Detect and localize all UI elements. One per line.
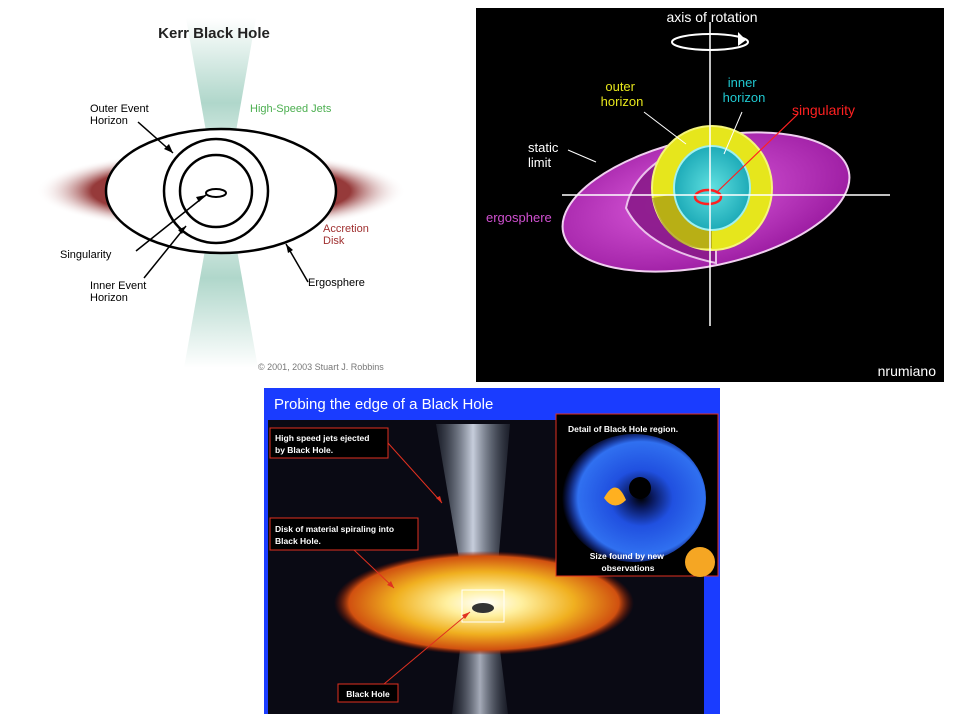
black-hole-box xyxy=(461,589,505,623)
kerr-title: Kerr Black Hole xyxy=(158,25,270,42)
inner-horizon-label: inner horizon xyxy=(723,75,766,105)
detail-black-hole xyxy=(629,477,651,499)
rotation-arrow xyxy=(671,33,749,51)
probing-panel: Probing the edge of a Black Hole Detail … xyxy=(264,388,720,714)
size-marker xyxy=(685,547,715,577)
singularity-ring-shape xyxy=(693,188,723,206)
ergosphere-label: Ergosphere xyxy=(308,277,365,289)
jets-callout-box xyxy=(269,427,389,459)
inner-horizon-shape xyxy=(673,145,751,231)
high-speed-jets-label: High-Speed Jets xyxy=(250,103,332,115)
black-hole-core xyxy=(472,603,494,613)
outer-horizon-circle xyxy=(162,137,270,245)
probe-title: Probing the edge of a Black Hole xyxy=(274,396,493,413)
outer-horizon-label: outer horizon xyxy=(601,79,644,109)
black-hole-callout-box xyxy=(337,683,399,703)
inner-event-horizon-label: Inner Event Horizon xyxy=(90,280,149,304)
size-callout: Size found by new observations xyxy=(590,551,667,573)
kerr-diagram-panel: Kerr Black Hole Outer Event Horizon High… xyxy=(36,8,428,376)
probe-accretion-disk xyxy=(334,551,634,655)
credit-label: nrumiano xyxy=(878,363,937,379)
singularity-ring xyxy=(205,188,227,198)
jets-callout: High speed jets ejected by Black Hole. xyxy=(275,433,372,455)
ergosphere-ellipse xyxy=(104,127,338,255)
copyright-label: © 2001, 2003 Stuart J. Robbins xyxy=(258,362,384,372)
lower-jet xyxy=(184,188,258,368)
singularity-label-red: singularity xyxy=(792,102,855,118)
singularity-label: Singularity xyxy=(60,249,112,261)
detail-callout: Detail of Black Hole region. xyxy=(568,424,678,434)
disk-callout: Disk of material spiraling into Black Ho… xyxy=(275,524,396,546)
inner-horizon-circle xyxy=(178,153,254,229)
upper-jet xyxy=(186,18,256,188)
rotation-diagram-panel: axis of rotation outer horizon inner hor… xyxy=(476,8,944,382)
ergosphere-label-magenta: ergosphere xyxy=(486,210,552,225)
accretion-disk-label: Accretion Disk xyxy=(323,223,372,247)
probe-jet-upper xyxy=(436,424,510,588)
static-limit-label: static limit xyxy=(528,140,562,170)
axis-of-rotation-label: axis of rotation xyxy=(666,9,757,25)
outer-event-horizon-label: Outer Event Horizon xyxy=(90,103,152,127)
disk-callout-box xyxy=(269,517,419,551)
black-hole-callout: Black Hole xyxy=(346,689,390,699)
